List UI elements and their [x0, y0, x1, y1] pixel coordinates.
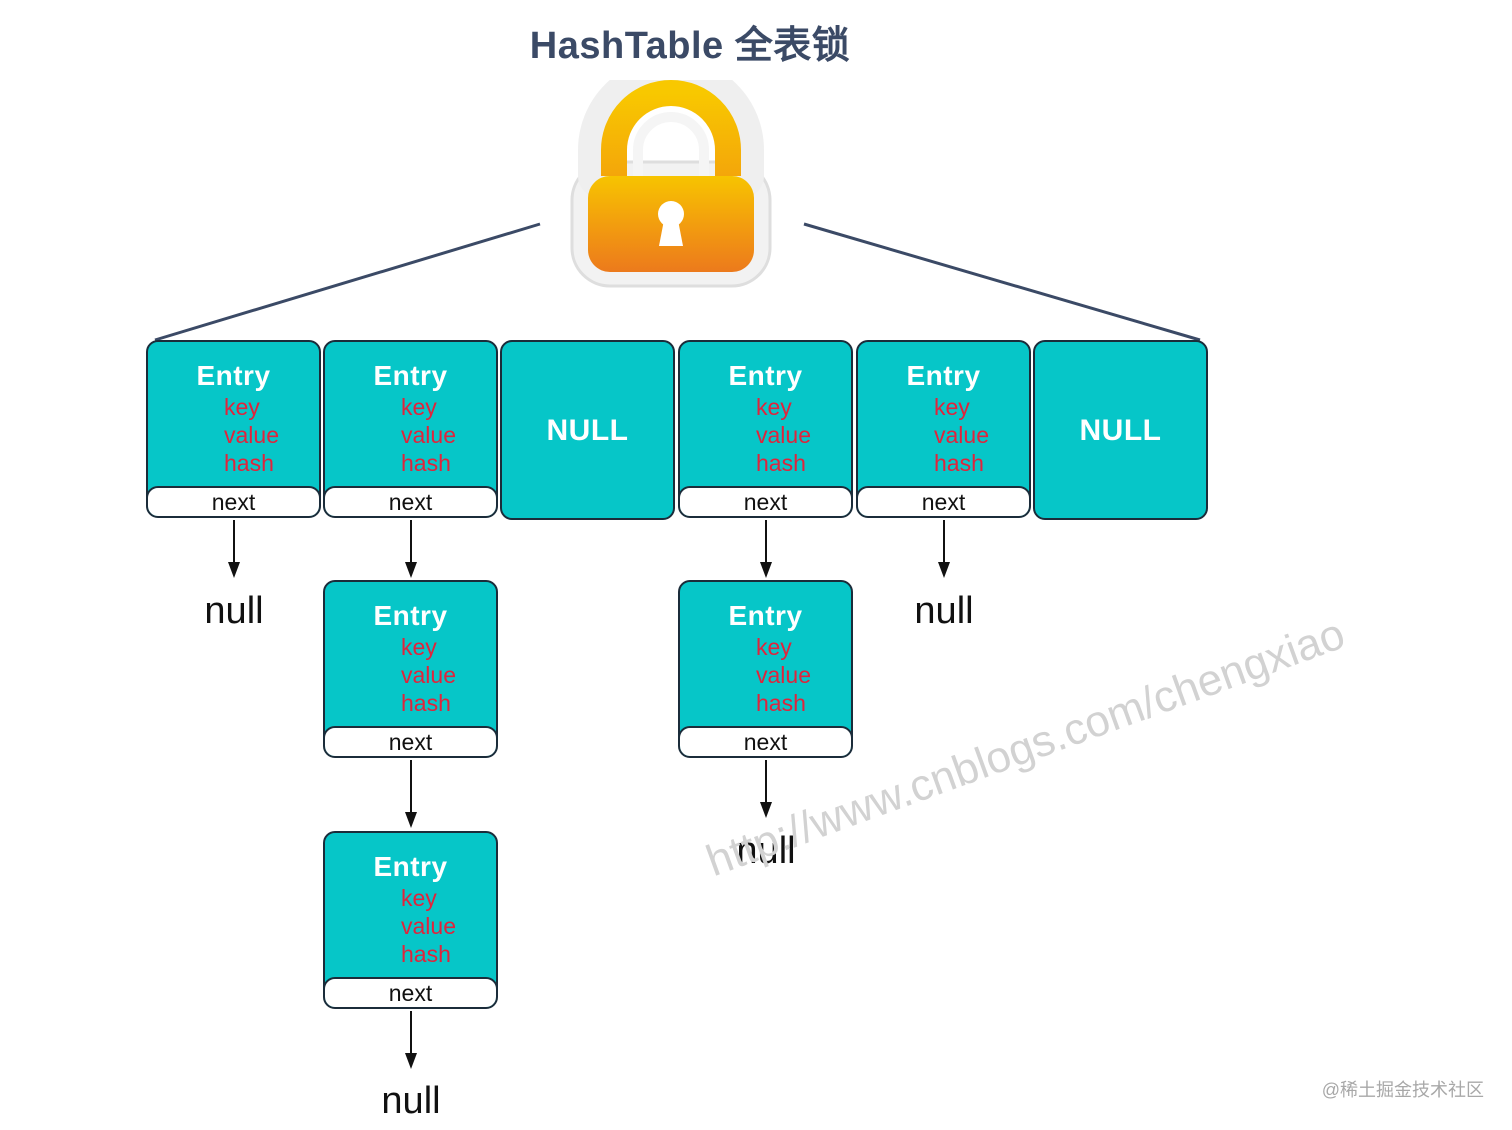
entry-value: value	[401, 422, 456, 448]
entry-next: next	[858, 486, 1029, 516]
chain-entry-2-3: Entry key value hash next	[323, 831, 498, 1009]
entry-key: key	[224, 394, 260, 420]
credit-text: @稀土掘金技术社区	[1321, 1080, 1484, 1100]
entry-value: value	[401, 913, 456, 939]
entry-title: Entry	[196, 360, 271, 391]
bucket-entry-5: Entry key value hash next	[856, 340, 1031, 518]
entry-hash: hash	[756, 450, 806, 476]
entry-hash: hash	[756, 690, 806, 716]
entry-key: key	[401, 634, 437, 660]
entry-hash: hash	[401, 690, 451, 716]
bucket-entry-4: Entry key value hash next	[678, 340, 853, 518]
entry-next: next	[325, 486, 496, 516]
entry-key: key	[756, 394, 792, 420]
chain-entry-2-2: Entry key value hash next	[323, 580, 498, 758]
entry-next: next	[325, 726, 496, 756]
lock-line-left	[154, 222, 541, 342]
entry-title: Entry	[373, 600, 448, 631]
null-terminator: null	[381, 1080, 441, 1122]
entry-title: Entry	[373, 851, 448, 882]
entry-next: next	[680, 726, 851, 756]
null-terminator: null	[204, 590, 264, 632]
entry-title: Entry	[373, 360, 448, 391]
entry-value: value	[224, 422, 279, 448]
entry-hash: hash	[224, 450, 274, 476]
entry-key: key	[401, 885, 437, 911]
null-cell-label: NULL	[1079, 414, 1162, 447]
padlock-icon	[570, 80, 772, 288]
entry-key: key	[756, 634, 792, 660]
entry-hash: hash	[401, 941, 451, 967]
null-terminator: null	[914, 590, 974, 632]
bucket-entry-1: Entry key value hash next	[146, 340, 321, 518]
entry-title: Entry	[728, 600, 803, 631]
entry-hash: hash	[934, 450, 984, 476]
null-terminator: null	[736, 830, 796, 872]
entry-next: next	[148, 486, 319, 516]
lock-line-right	[803, 222, 1201, 342]
entry-next: next	[680, 486, 851, 516]
entry-key: key	[401, 394, 437, 420]
entry-next: next	[325, 977, 496, 1007]
chain-entry-4-2: Entry key value hash next	[678, 580, 853, 758]
entry-value: value	[756, 662, 811, 688]
bucket-null-3: NULL	[500, 340, 675, 520]
entry-hash: hash	[401, 450, 451, 476]
entry-value: value	[401, 662, 456, 688]
null-cell-label: NULL	[546, 414, 629, 447]
entry-key: key	[934, 394, 970, 420]
bucket-entry-2: Entry key value hash next	[323, 340, 498, 518]
diagram-title: HashTable 全表锁	[529, 25, 851, 67]
entry-value: value	[756, 422, 811, 448]
entry-title: Entry	[728, 360, 803, 391]
entry-title: Entry	[906, 360, 981, 391]
entry-value: value	[934, 422, 989, 448]
bucket-null-6: NULL	[1033, 340, 1208, 520]
